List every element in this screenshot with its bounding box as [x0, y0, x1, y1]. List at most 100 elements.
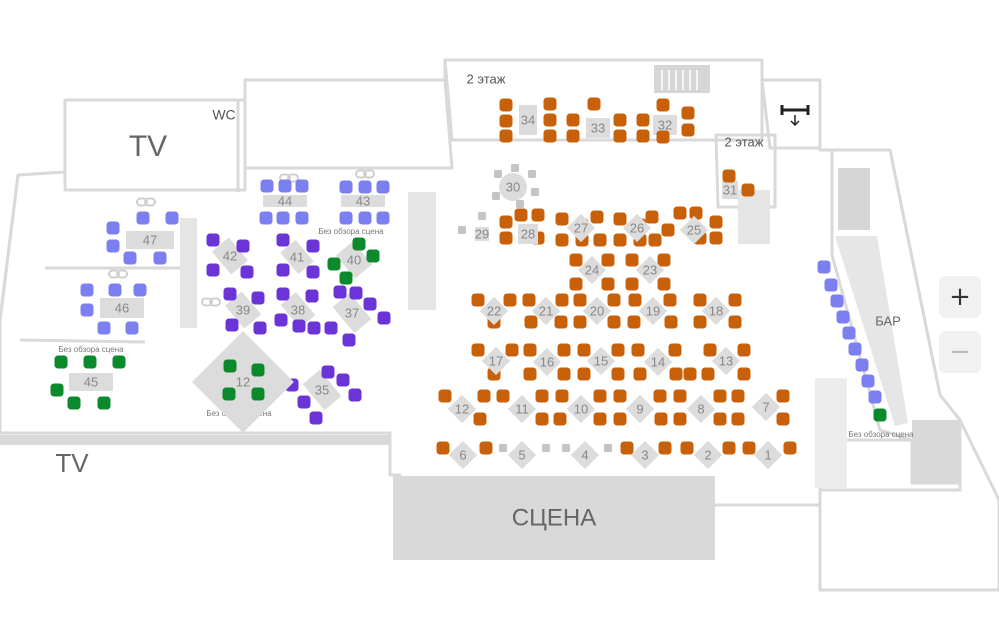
seat[interactable] — [553, 412, 567, 426]
seat[interactable] — [297, 395, 311, 409]
seat[interactable] — [206, 233, 220, 247]
seat[interactable] — [276, 263, 290, 277]
seat[interactable] — [737, 367, 751, 381]
table-30[interactable]: 30 — [499, 173, 527, 201]
seat[interactable] — [253, 321, 267, 335]
seat[interactable] — [648, 233, 662, 247]
seat[interactable] — [225, 318, 239, 332]
seat[interactable] — [722, 441, 736, 455]
seat[interactable] — [555, 293, 569, 307]
seat[interactable] — [522, 293, 536, 307]
seat[interactable] — [97, 396, 111, 410]
seat[interactable] — [106, 239, 120, 253]
seat[interactable] — [613, 412, 627, 426]
seat[interactable] — [223, 359, 237, 373]
seat[interactable] — [627, 315, 641, 329]
table-3[interactable]: 3 — [630, 440, 660, 470]
seat[interactable] — [728, 293, 742, 307]
seat[interactable] — [123, 251, 137, 265]
seat[interactable] — [305, 289, 319, 303]
seat[interactable] — [611, 367, 625, 381]
table-21[interactable]: 21 — [531, 296, 561, 326]
table-40[interactable]: 40 — [335, 241, 373, 279]
bar-seat[interactable] — [830, 294, 844, 308]
seat[interactable] — [611, 343, 625, 357]
table-1[interactable]: 1 — [753, 440, 783, 470]
table-5[interactable]: 5 — [507, 440, 537, 470]
table-18[interactable]: 18 — [701, 296, 731, 326]
seat[interactable] — [657, 277, 671, 291]
seat[interactable] — [607, 293, 621, 307]
seat[interactable] — [673, 206, 687, 220]
seat[interactable] — [358, 211, 372, 225]
seat[interactable] — [473, 412, 487, 426]
zoom-out-button[interactable]: − — [939, 331, 981, 373]
seat[interactable] — [654, 412, 668, 426]
seat[interactable] — [358, 180, 372, 194]
seat[interactable] — [636, 113, 650, 127]
seat[interactable] — [83, 355, 97, 369]
table-22[interactable]: 22 — [479, 296, 509, 326]
seat[interactable] — [499, 114, 513, 128]
seat[interactable] — [352, 237, 366, 251]
bar-seat[interactable] — [873, 408, 887, 422]
seat[interactable] — [438, 389, 452, 403]
seat[interactable] — [306, 265, 320, 279]
seat[interactable] — [499, 215, 513, 229]
seat[interactable] — [333, 285, 347, 299]
seat[interactable] — [680, 441, 694, 455]
seat[interactable] — [366, 249, 380, 263]
seat[interactable] — [112, 355, 126, 369]
seat[interactable] — [689, 206, 703, 220]
seat[interactable] — [251, 387, 265, 401]
seat[interactable] — [703, 343, 717, 357]
seat[interactable] — [709, 215, 723, 229]
seat[interactable] — [153, 251, 167, 265]
seat[interactable] — [741, 183, 755, 197]
seat[interactable] — [524, 315, 538, 329]
seat[interactable] — [471, 343, 485, 357]
seat[interactable] — [80, 283, 94, 297]
table-12[interactable]: 12 — [192, 331, 294, 433]
seat[interactable] — [693, 293, 707, 307]
seat[interactable] — [566, 129, 580, 143]
seat[interactable] — [625, 253, 639, 267]
seat[interactable] — [658, 441, 672, 455]
seat[interactable] — [555, 212, 569, 226]
seat[interactable] — [737, 343, 751, 357]
seat[interactable] — [554, 315, 568, 329]
seat[interactable] — [722, 169, 736, 183]
seat[interactable] — [656, 130, 670, 144]
seat[interactable] — [709, 231, 723, 245]
seat[interactable] — [339, 180, 353, 194]
seat[interactable] — [295, 211, 309, 225]
seat[interactable] — [661, 223, 675, 237]
table-37[interactable]: 37 — [332, 292, 372, 334]
seat[interactable] — [701, 367, 715, 381]
seat[interactable] — [336, 373, 350, 387]
seat[interactable] — [339, 271, 353, 285]
seat[interactable] — [260, 179, 274, 193]
seat[interactable] — [80, 303, 94, 317]
seat[interactable] — [523, 343, 537, 357]
bar-seat[interactable] — [842, 326, 856, 340]
table-32[interactable]: 32 — [653, 115, 677, 135]
bar-seat[interactable] — [861, 374, 875, 388]
seat[interactable] — [108, 283, 122, 297]
table-46[interactable]: 46 — [100, 298, 144, 318]
seat[interactable] — [683, 367, 697, 381]
table-47[interactable]: 47 — [126, 231, 174, 249]
table-14[interactable]: 14 — [643, 347, 673, 377]
seat[interactable] — [531, 208, 545, 222]
seat[interactable] — [590, 210, 604, 224]
seat[interactable] — [223, 287, 237, 301]
seat[interactable] — [348, 388, 362, 402]
seat[interactable] — [240, 265, 254, 279]
bar-seat[interactable] — [836, 310, 850, 324]
table-26[interactable]: 26 — [622, 213, 652, 243]
table-7[interactable]: 7 — [751, 392, 781, 422]
seat[interactable] — [543, 113, 557, 127]
seat[interactable] — [587, 97, 601, 111]
table-15[interactable]: 15 — [586, 346, 616, 376]
seat[interactable] — [324, 321, 338, 335]
